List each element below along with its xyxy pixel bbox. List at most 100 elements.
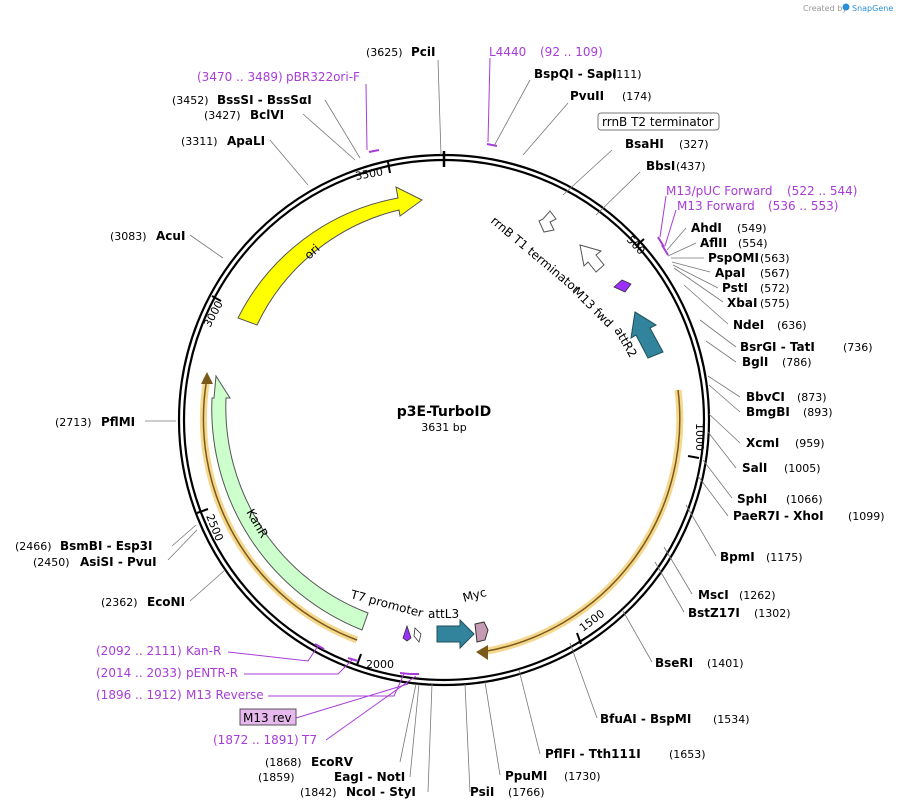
enzyme-label[interactable]: BssSI - BssSαI — [217, 93, 312, 107]
enzyme-label[interactable]: PvuII — [570, 89, 604, 103]
m13-rev-label[interactable]: M13 rev — [243, 711, 292, 725]
enzyme-label[interactable]: SalI — [742, 461, 767, 475]
enzyme-position: (1766) — [508, 786, 545, 799]
enzyme-label[interactable]: BmgBI — [746, 405, 790, 419]
enzyme-position: (2466) — [15, 540, 52, 553]
primer-marks — [314, 143, 669, 675]
enzyme-label[interactable]: EcoNI — [147, 595, 185, 609]
primer-label[interactable]: M13 Forward — [677, 199, 755, 213]
enzyme-leader-line — [437, 59, 442, 156]
enzyme-position: (1302) — [754, 607, 791, 620]
primer-range: (2092 .. 2111) — [96, 644, 182, 658]
enzyme-label[interactable]: XbaI — [727, 296, 757, 310]
enzyme-label[interactable]: BfuAI - BspMI — [600, 712, 691, 726]
primer-mark — [486, 143, 498, 147]
enzyme-position: (1005) — [784, 462, 821, 475]
enzyme-leader-line — [697, 475, 729, 517]
ori-feature[interactable] — [237, 186, 423, 326]
rrnb-t2-label: rrnB T2 terminator — [602, 115, 714, 129]
primer-mark — [347, 657, 359, 662]
enzyme-label[interactable]: BsmBI - Esp3I — [60, 539, 152, 553]
tick-label: 1000 — [693, 423, 706, 451]
created-by-text: Created by — [803, 4, 847, 13]
tick-mark — [387, 161, 391, 174]
enzyme-label[interactable]: PflMI — [101, 415, 135, 429]
kanr-feature[interactable] — [211, 374, 369, 631]
enzyme-label[interactable]: ApaLI — [227, 134, 265, 148]
enzyme-label[interactable]: XcmI — [746, 436, 779, 450]
enzyme-label[interactable]: PaeR7I - XhoI — [733, 509, 824, 523]
enzyme-leader-line — [562, 149, 613, 196]
enzyme-label[interactable]: PspOMI — [708, 251, 759, 265]
enzyme-label[interactable]: PflFI - Tth111I — [545, 747, 641, 761]
enzyme-leader-line — [595, 171, 641, 216]
primer-label[interactable]: pENTR-R — [186, 666, 238, 680]
enzyme-leader-line — [269, 139, 309, 186]
enzyme-label[interactable]: BbvCI — [746, 390, 785, 404]
enzyme-leader-line — [702, 459, 733, 499]
enzyme-position: (3311) — [181, 135, 218, 148]
enzyme-label[interactable]: BglI — [742, 355, 768, 369]
enzyme-label[interactable]: MscI — [698, 588, 729, 602]
enzyme-labels: PciI(3625)BspQI - SapI(111)PvuII(174)Bsa… — [15, 45, 885, 799]
enzyme-leader-line — [685, 504, 717, 557]
enzyme-label[interactable]: NcoI - StyI — [346, 785, 416, 799]
enzyme-position: (786) — [782, 356, 812, 369]
primer-label[interactable]: M13/pUC Forward — [666, 184, 773, 198]
cds-highlight-right — [481, 389, 684, 656]
tick-mark — [356, 653, 362, 666]
enzyme-label[interactable]: BsrGI - TatI — [740, 340, 815, 354]
enzyme-label[interactable]: BclVI — [250, 108, 284, 122]
enzyme-label[interactable]: PsiI — [470, 785, 494, 799]
cds-arrowhead-left — [201, 372, 213, 384]
enzyme-label[interactable]: PciI — [411, 45, 436, 59]
enzyme-leader-lines — [145, 59, 741, 793]
enzyme-label[interactable]: SphI — [737, 492, 767, 506]
enzyme-label[interactable]: EcoRV — [311, 755, 354, 769]
enzyme-label[interactable]: ApaI — [715, 266, 745, 280]
enzyme-label[interactable]: BspQI - SapI — [534, 67, 617, 81]
primer-label[interactable]: pBR322ori-F — [286, 70, 360, 84]
enzyme-label[interactable]: BpmI — [720, 550, 755, 564]
enzyme-label[interactable]: PpuMI — [505, 769, 547, 783]
primer-range: (92 .. 109) — [540, 45, 603, 59]
enzyme-label[interactable]: BstZ17I — [688, 606, 740, 620]
primer-leader-lines — [227, 57, 677, 741]
enzyme-leader-line — [667, 242, 697, 257]
enzyme-leader-line — [708, 413, 741, 444]
plasmid-length: 3631 bp — [421, 421, 466, 434]
enzyme-position: (327) — [679, 138, 709, 151]
enzyme-label[interactable]: AcuI — [156, 229, 185, 243]
enzyme-label[interactable]: AhdI — [691, 221, 722, 235]
enzyme-label[interactable]: EagI - NotI — [334, 770, 405, 784]
enzyme-position: (2362) — [101, 596, 138, 609]
enzyme-label[interactable]: AsiSI - PvuI — [80, 555, 157, 569]
enzyme-leader-line — [622, 610, 653, 663]
snapgene-logo-icon — [842, 3, 850, 11]
m13-fwd-feature[interactable] — [613, 279, 632, 293]
cds-arc-right — [481, 389, 681, 653]
t7-promoter-feature[interactable] — [402, 624, 412, 642]
primer-label[interactable]: L4440 — [489, 45, 526, 59]
enzyme-label[interactable]: BsaHI — [625, 137, 664, 151]
enzyme-label[interactable]: BseRI — [655, 656, 693, 670]
enzyme-label[interactable]: AflII — [700, 236, 727, 250]
primer-label[interactable]: T7 — [301, 733, 317, 747]
enzyme-position: (1842) — [300, 786, 337, 799]
tick-label: 3500 — [354, 165, 384, 183]
enzyme-position: (1066) — [786, 493, 823, 506]
enzyme-position: (1730) — [564, 770, 601, 783]
enzyme-position: (959) — [795, 437, 825, 450]
enzyme-label[interactable]: BbsI — [646, 159, 675, 173]
enzyme-label[interactable]: NdeI — [733, 318, 764, 332]
attl3-feature[interactable] — [436, 618, 475, 650]
enzyme-position: (437) — [676, 160, 706, 173]
myc-feature[interactable] — [474, 621, 489, 643]
rrnb-t2-terminator-feature[interactable] — [538, 210, 557, 233]
primer-label[interactable]: Kan-R — [186, 644, 221, 658]
primer-label[interactable]: M13 Reverse — [186, 688, 264, 702]
attr2-feature[interactable] — [630, 311, 664, 359]
enzyme-label[interactable]: PstI — [722, 281, 748, 295]
rrnb-t1-terminator-feature[interactable] — [579, 244, 605, 273]
